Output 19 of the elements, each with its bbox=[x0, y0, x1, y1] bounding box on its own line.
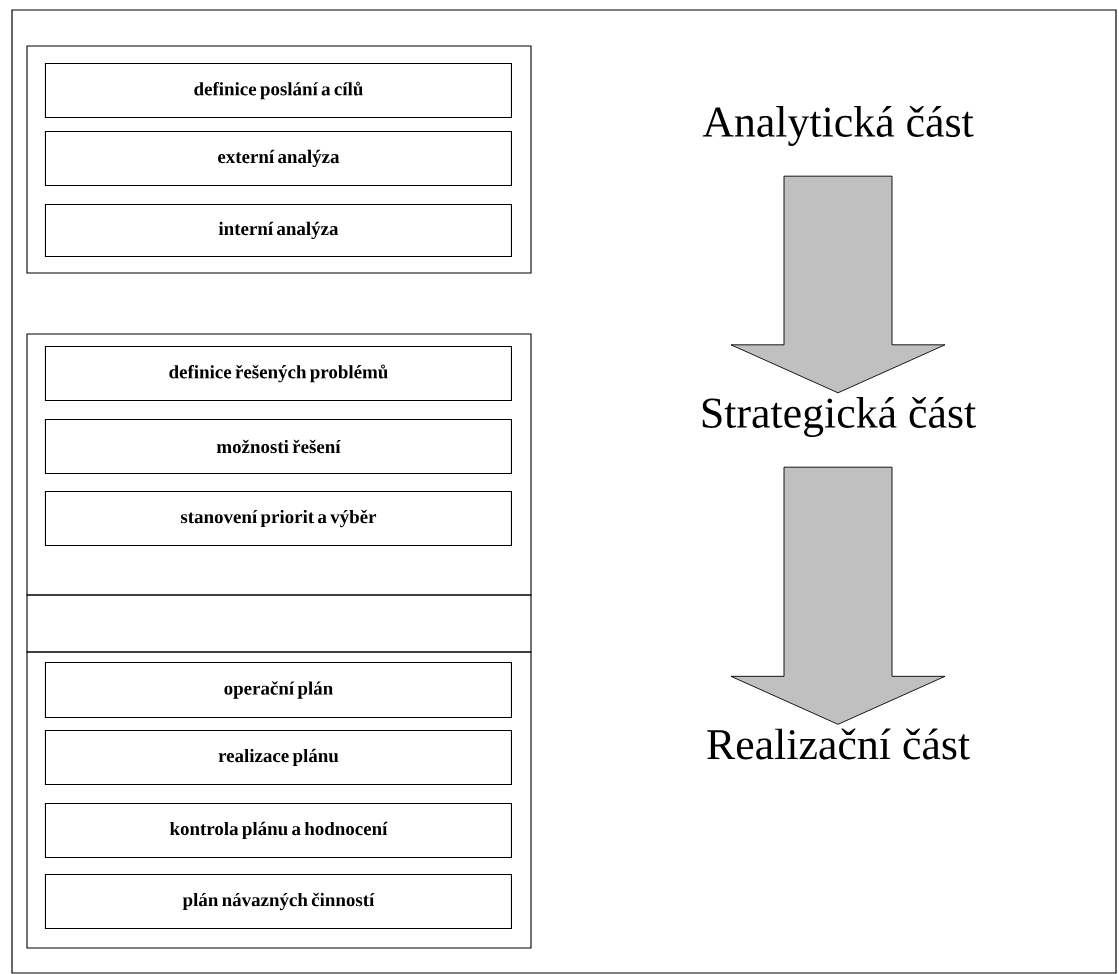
process-box: interní analýza bbox=[44, 203, 512, 257]
block-arrow bbox=[730, 175, 946, 394]
process-box: externí analýza bbox=[44, 130, 512, 186]
group-panel bbox=[26, 45, 532, 274]
process-box: stanovení priorit a výběr bbox=[44, 490, 512, 546]
group-panel bbox=[26, 333, 532, 596]
process-box: možnosti řešení bbox=[44, 418, 512, 474]
process-box: definice řešených problémů bbox=[44, 345, 512, 401]
group-panel bbox=[26, 651, 532, 949]
empty-band bbox=[26, 594, 532, 653]
stage-heading: Realizační část bbox=[707, 728, 970, 760]
process-box: operační plán bbox=[44, 661, 512, 718]
process-box: kontrola plánu a hodnocení bbox=[44, 802, 512, 858]
process-box: realizace plánu bbox=[44, 729, 512, 785]
block-arrow bbox=[730, 466, 946, 725]
stage-heading: Analytická část bbox=[702, 106, 974, 146]
process-box: plán návazných činností bbox=[44, 873, 512, 929]
process-box: definice poslání a cílů bbox=[44, 62, 512, 118]
stage-heading: Strategická část bbox=[702, 397, 976, 437]
